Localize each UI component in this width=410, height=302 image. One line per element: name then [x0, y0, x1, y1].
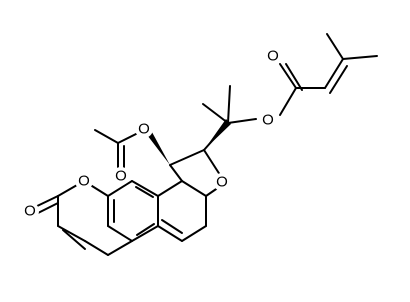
atom-senecioate-carbonyl-oxygen: O	[264, 47, 282, 65]
bond	[94, 129, 119, 144]
atom-acetate-carbonyl-oxygen: O	[112, 167, 130, 185]
wedge-bond	[204, 119, 231, 150]
bond	[157, 225, 183, 242]
bond	[169, 149, 205, 166]
bond	[227, 85, 231, 124]
atom-label: O	[267, 48, 279, 65]
bond	[131, 180, 159, 197]
bond	[285, 63, 303, 91]
bond	[324, 58, 344, 89]
bond	[135, 186, 154, 198]
bond	[107, 180, 133, 197]
atom-label: O	[115, 168, 127, 185]
bond	[203, 149, 223, 179]
atom-label: O	[24, 203, 36, 220]
atom-ring-oxygen-furan: O	[213, 173, 231, 191]
bond	[107, 225, 133, 242]
bond	[329, 65, 348, 94]
bond	[279, 87, 297, 116]
bond	[169, 164, 183, 182]
bond	[161, 219, 183, 234]
atom-acetate-ester-oxygen: O	[135, 120, 153, 138]
bond	[57, 225, 86, 242]
bond	[342, 55, 378, 60]
atom-label: O	[216, 174, 228, 191]
bond-layer	[32, 33, 378, 256]
atom-label: O	[262, 112, 274, 129]
bond	[181, 180, 207, 197]
bond	[84, 240, 109, 256]
bond	[131, 225, 159, 242]
bond	[136, 223, 155, 236]
atom-ring-oxygen-coumarin: O	[75, 172, 93, 190]
bond	[279, 63, 297, 89]
bond	[117, 131, 141, 144]
bond	[107, 240, 133, 256]
bond	[62, 229, 86, 250]
bond	[326, 33, 344, 60]
bond	[35, 202, 59, 215]
atom-label-layer: O O O O O O O	[21, 47, 282, 220]
atom-label: O	[138, 121, 150, 138]
bond	[227, 118, 257, 124]
bond	[157, 180, 183, 197]
bond	[181, 225, 207, 242]
atom-senecioate-ester-oxygen: O	[259, 111, 277, 129]
atom-carbonyl-oxygen-coumarin: O	[21, 202, 39, 220]
atom-label: O	[78, 173, 90, 190]
bond	[202, 103, 229, 124]
